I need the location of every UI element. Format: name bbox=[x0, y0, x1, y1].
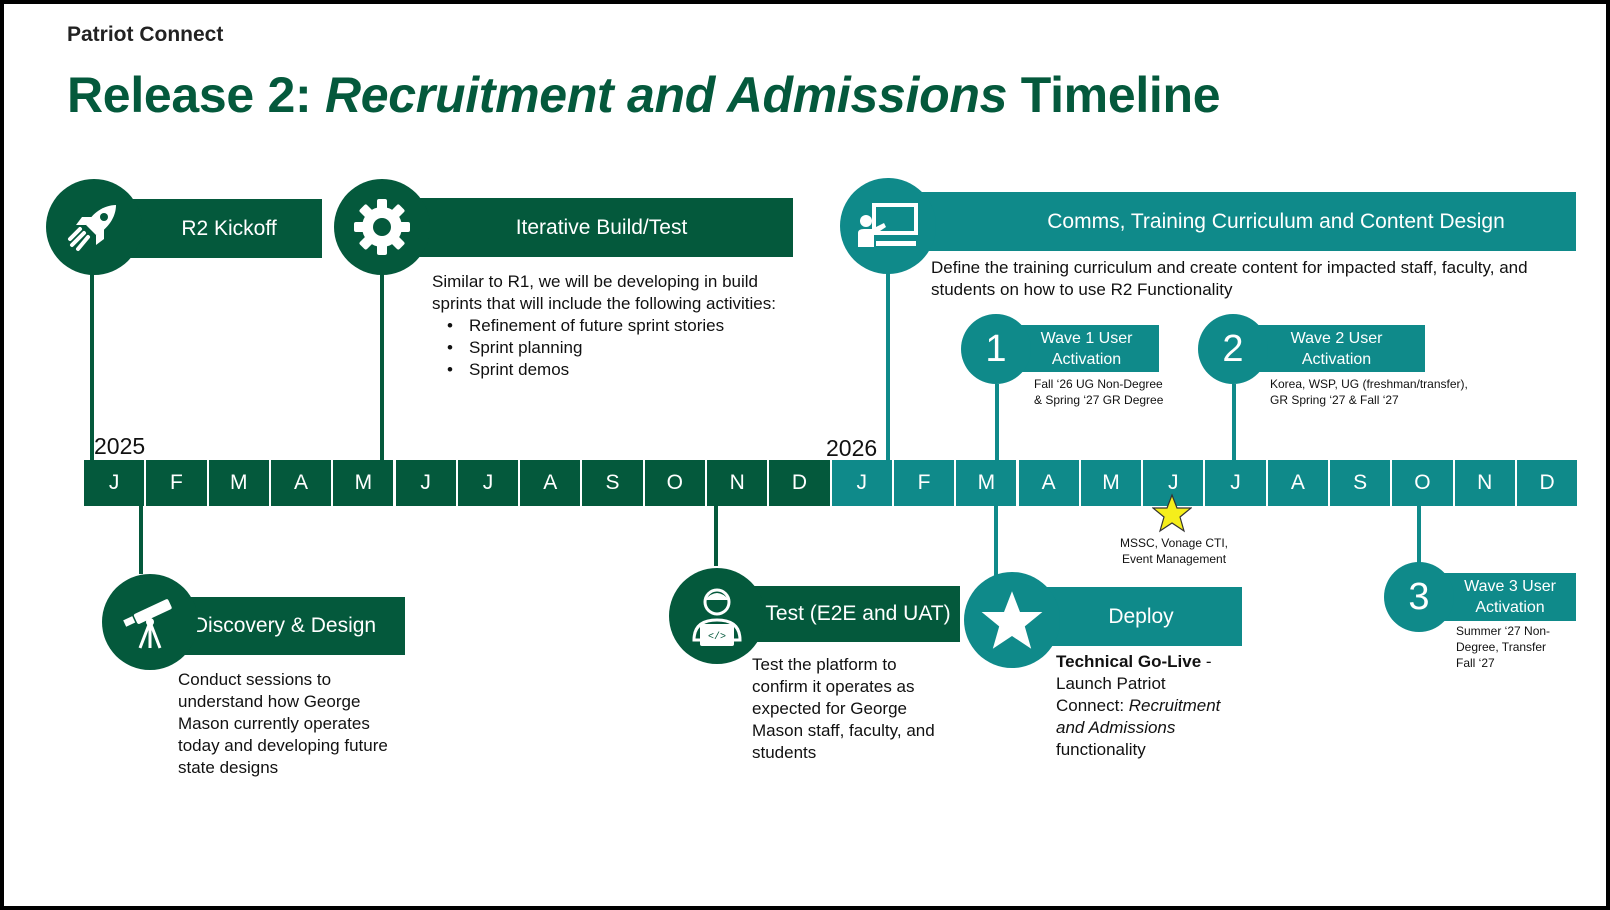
month-cell: M bbox=[208, 460, 271, 506]
wave3-label-line2: Activation bbox=[1475, 599, 1545, 616]
wave2-label: Wave 2 User Activation bbox=[1248, 325, 1425, 372]
wave2-note-line1: Korea, WSP, UG (freshman/transfer), bbox=[1270, 377, 1468, 391]
wave1-note: Fall ‘26 UG Non-Degree & Spring ‘27 GR D… bbox=[1034, 376, 1194, 408]
month-cell: O bbox=[644, 460, 707, 506]
wave3-note: Summer ‘27 Non- Degree, Transfer Fall ‘2… bbox=[1456, 623, 1596, 671]
test-label: Test (E2E and UAT) bbox=[742, 586, 960, 642]
year-2026: 2026 bbox=[826, 435, 878, 461]
brand-name: Patriot Connect bbox=[67, 23, 224, 46]
wave3-note-line1: Summer ‘27 Non- bbox=[1456, 624, 1551, 638]
month-cell: J bbox=[395, 460, 458, 506]
deploy-desc-bold: Technical Go-Live bbox=[1056, 652, 1202, 671]
build-description: Similar to R1, we will be developing in … bbox=[432, 271, 782, 381]
month-cell: J bbox=[1205, 460, 1268, 506]
wave1-number: 1 bbox=[985, 327, 1007, 370]
wave1-note-line1: Fall ‘26 UG Non-Degree bbox=[1034, 377, 1163, 391]
bullet-item: Sprint demos bbox=[447, 359, 782, 381]
wave2-label-line2: Activation bbox=[1301, 350, 1372, 368]
svg-text:</>: </> bbox=[708, 631, 726, 643]
wave3-label-line1: Wave 3 User bbox=[1464, 578, 1556, 595]
deploy-connector bbox=[994, 506, 998, 576]
discovery-description: Conduct sessions to understand how Georg… bbox=[178, 670, 388, 777]
test-description: Test the platform to confirm it operates… bbox=[752, 655, 935, 762]
month-cell: M bbox=[1080, 460, 1144, 506]
presentation-icon bbox=[840, 178, 936, 274]
month-cell: F bbox=[146, 460, 209, 506]
build-bullets: Refinement of future sprint stories Spri… bbox=[432, 315, 782, 381]
star-icon bbox=[1151, 493, 1193, 533]
discovery-label: Discovery & Design bbox=[164, 597, 405, 655]
month-cell: M bbox=[333, 460, 396, 506]
gear-icon bbox=[334, 179, 430, 275]
month-cell: N bbox=[707, 460, 770, 506]
comms-label: Comms, Training Curriculum and Content D… bbox=[896, 192, 1576, 251]
month-cell: A bbox=[520, 460, 583, 506]
title-part3: Timeline bbox=[1007, 67, 1221, 123]
kickoff-connector bbox=[90, 266, 94, 462]
month-cell: S bbox=[1330, 460, 1393, 506]
wave1-note-line2: & Spring ‘27 GR Degree bbox=[1034, 393, 1164, 407]
wave1-connector bbox=[995, 384, 999, 462]
wave3-note-line2: Degree, Transfer bbox=[1456, 640, 1547, 654]
month-cell: J bbox=[457, 460, 521, 506]
bullet-item: Refinement of future sprint stories bbox=[447, 315, 782, 337]
wave3-connector bbox=[1417, 506, 1421, 566]
star-note-line2: Event Management bbox=[1121, 552, 1227, 566]
wave3-number: 3 bbox=[1408, 575, 1430, 618]
wave1-label-line2: Activation bbox=[1051, 350, 1122, 368]
star-note-line1: MSSC, Vonage CTI, bbox=[1119, 536, 1229, 550]
wave3-note-line3: Fall ‘27 bbox=[1456, 656, 1495, 670]
wave3-label: Wave 3 User Activation bbox=[1444, 573, 1576, 621]
wave3-number-badge: 3 bbox=[1384, 562, 1454, 632]
deploy-desc-rest: - Launch Patriot Connect: bbox=[1056, 652, 1212, 715]
wave2-number-badge: 2 bbox=[1198, 314, 1268, 384]
month-cell: O bbox=[1392, 460, 1455, 506]
page-title: Release 2: Recruitment and Admissions Ti… bbox=[67, 66, 1221, 124]
build-connector bbox=[380, 266, 384, 462]
deploy-desc-italic: Recruitment and Admissions bbox=[1056, 696, 1221, 737]
star-icon bbox=[964, 572, 1060, 668]
comms-connector bbox=[886, 266, 890, 462]
star-note: MSSC, Vonage CTI, Event Management bbox=[1104, 535, 1244, 567]
build-desc-text: Similar to R1, we will be developing in … bbox=[432, 272, 776, 313]
developer-icon: </> bbox=[669, 568, 765, 664]
discovery-connector bbox=[139, 506, 143, 574]
bullet-item: Sprint planning bbox=[447, 337, 782, 359]
deploy-desc-end: functionality bbox=[1056, 740, 1146, 759]
month-cell: A bbox=[1267, 460, 1330, 506]
title-part2: Recruitment and Admissions bbox=[324, 67, 1008, 123]
month-cell: A bbox=[270, 460, 334, 506]
month-cell: M bbox=[956, 460, 1019, 506]
test-connector bbox=[714, 506, 718, 566]
month-cell: D bbox=[1516, 460, 1580, 506]
rocket-icon bbox=[46, 179, 142, 275]
wave1-number-badge: 1 bbox=[961, 314, 1031, 384]
wave2-note: Korea, WSP, UG (freshman/transfer), GR S… bbox=[1270, 376, 1510, 408]
kickoff-label: R2 Kickoff bbox=[114, 199, 322, 258]
wave2-label-line1: Wave 2 User bbox=[1290, 329, 1383, 347]
month-cell: J bbox=[84, 460, 147, 506]
wave1-label-line1: Wave 1 User bbox=[1040, 329, 1133, 347]
month-cell: S bbox=[582, 460, 645, 506]
wave2-connector bbox=[1232, 384, 1236, 462]
year-2025: 2025 bbox=[94, 433, 146, 459]
wave2-number: 2 bbox=[1222, 327, 1244, 370]
build-label: Iterative Build/Test bbox=[396, 198, 793, 257]
comms-description: Define the training curriculum and creat… bbox=[931, 258, 1528, 299]
wave1-label: Wave 1 User Activation bbox=[1014, 325, 1159, 372]
month-cell: F bbox=[893, 460, 957, 506]
telescope-icon bbox=[102, 574, 198, 670]
month-cell: D bbox=[769, 460, 832, 506]
title-part1: Release 2: bbox=[67, 67, 325, 123]
month-cell: J bbox=[1143, 460, 1206, 506]
month-cell: N bbox=[1454, 460, 1517, 506]
month-cell: A bbox=[1018, 460, 1081, 506]
deploy-description: Technical Go-Live - Launch Patriot Conne… bbox=[1056, 651, 1236, 761]
month-cell: J bbox=[831, 460, 894, 506]
wave2-note-line2: GR Spring ‘27 & Fall ‘27 bbox=[1270, 393, 1399, 407]
